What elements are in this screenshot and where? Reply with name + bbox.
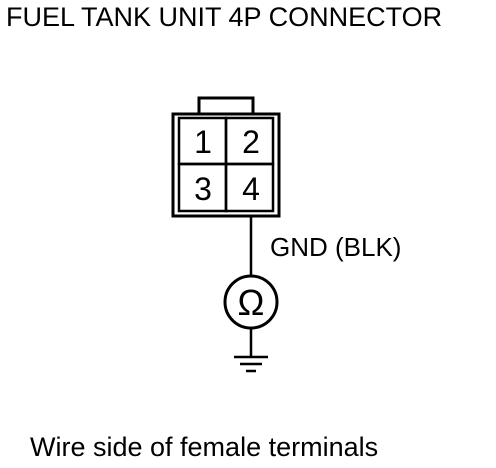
ohm-symbol: Ω: [238, 282, 265, 323]
diagram-title: FUEL TANK UNIT 4P CONNECTOR: [6, 2, 443, 32]
diagram-caption: Wire side of female terminals: [30, 432, 379, 462]
wire-label: GND (BLK): [270, 232, 401, 262]
ohmmeter-icon: Ω: [223, 274, 279, 330]
ground-icon: [234, 355, 268, 373]
pin-cavity-4: [224, 162, 275, 213]
pin-label-1: 1: [194, 124, 212, 160]
pin-label-2: 2: [242, 124, 260, 160]
pin-label-4: 4: [242, 171, 260, 207]
connector-latch: [197, 96, 255, 114]
pin-label-3: 3: [194, 171, 212, 207]
